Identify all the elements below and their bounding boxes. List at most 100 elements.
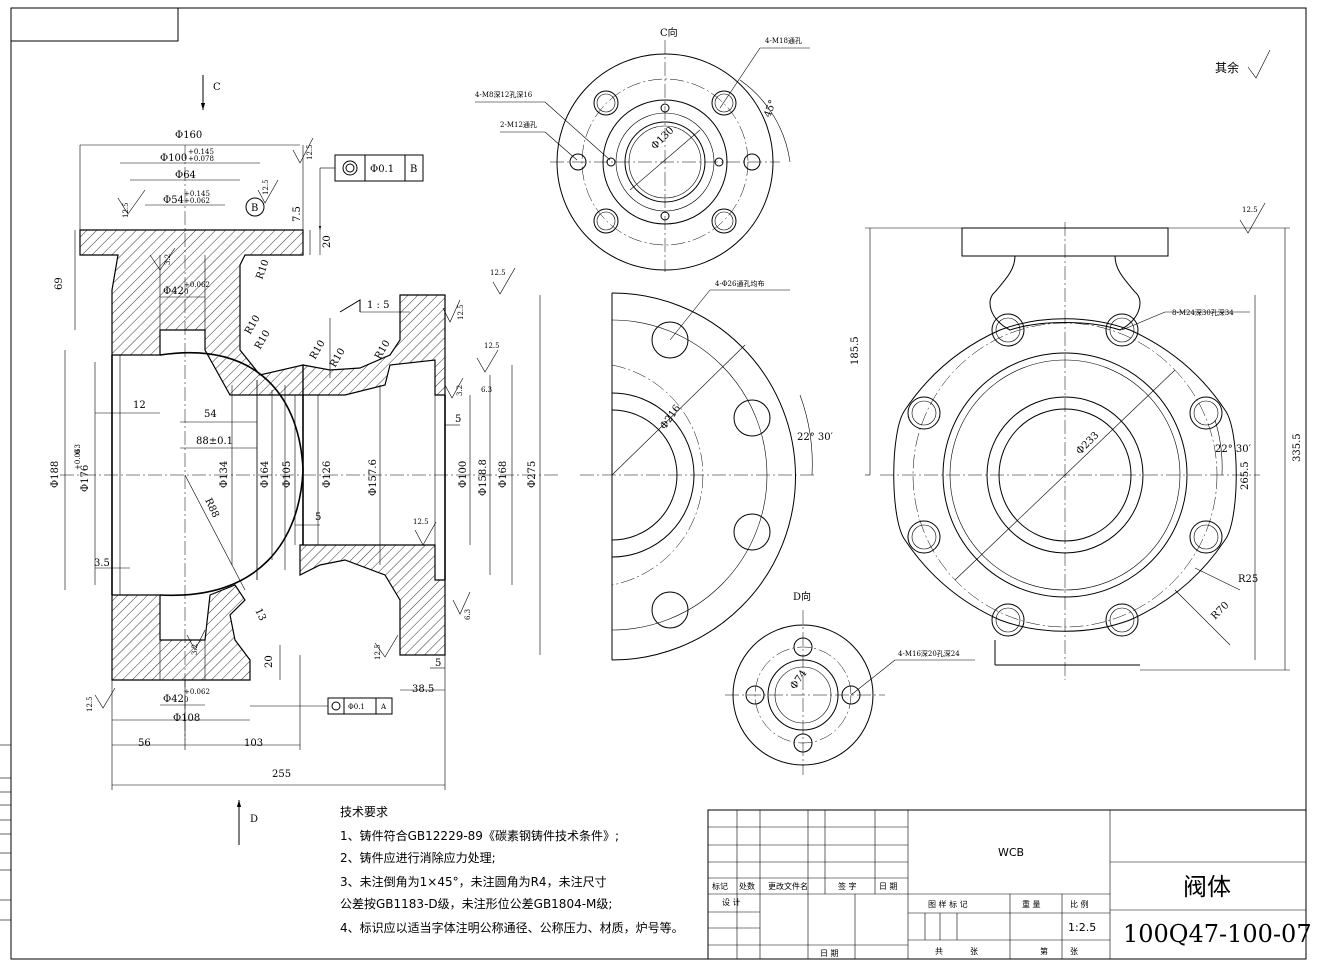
tech-note-4: 公差按GB1183-D级，未注形位公差GB1804-M级;	[340, 896, 612, 911]
roughness-marks	[94, 49, 1271, 709]
dim-d54: Φ54	[163, 195, 184, 206]
tb-h-date: 日 期	[879, 882, 898, 891]
rest-roughness-label: 其余	[1215, 60, 1239, 75]
corner-box	[10, 7, 179, 42]
gtol-bottom-value: Φ0.1	[348, 703, 365, 711]
dim-d100-b: Φ100	[458, 461, 469, 488]
tech-note-2: 2、铸件应进行消除应力处理;	[340, 850, 496, 865]
dim-d42-top: Φ42	[163, 286, 184, 297]
dim-d134: Φ134	[219, 461, 230, 488]
tb-h-scale: 比 例	[1070, 899, 1089, 909]
gtol-bottom: Φ0.1 A	[250, 697, 393, 715]
dim-d164: Φ164	[260, 461, 271, 488]
tb-material: WCB	[998, 846, 1024, 859]
tb-scale: 1:2.5	[1068, 921, 1096, 934]
dim-d100-tol-dn: +0.078	[188, 155, 214, 163]
dim-20-top: 20	[322, 235, 333, 248]
tech-note-5: 4、标识应以适当字体注明公称通径、公称压力、材质，炉号等。	[340, 920, 684, 935]
datum-b-label: B	[251, 203, 258, 214]
right-r70: R70	[1209, 600, 1231, 622]
section-view: Φ160 Φ100 +0.145 +0.078 Φ64 Φ54 +0.145 +…	[50, 49, 1271, 790]
dim-5-a: 5	[455, 414, 461, 425]
dim-d157: Φ157.6	[368, 459, 379, 496]
dim-d176-tol-up: +0.063	[74, 444, 82, 470]
d-view: D向 Φ74 4-M16深20孔深24	[725, 590, 975, 775]
d-holes-m16: 4-M16深20孔深24	[898, 649, 960, 658]
right-flange-section	[302, 294, 446, 396]
dim-d42-bot: Φ42	[163, 694, 184, 705]
view-arrow-d: D	[236, 800, 258, 845]
dim-d100: Φ100	[160, 153, 187, 164]
dim-d100-tol-up: +0.145	[188, 148, 214, 156]
dim-38-5: 38.5	[412, 684, 434, 695]
c-dia-130: Φ130	[649, 125, 676, 152]
tech-notes: 技术要求 1、铸件符合GB12229-89《碳素钢铸件技术条件》; 2、铸件应进…	[340, 805, 684, 935]
gtol-top-value: Φ0.1	[370, 164, 394, 175]
dim-d168: Φ168	[498, 461, 509, 488]
gtol-top: Φ0.1 B	[318, 154, 424, 230]
rough-label-11: 6.3	[464, 609, 472, 620]
dim-d42-bot-tol-up: +0.062	[184, 688, 210, 696]
dim-7-5: 7.5	[292, 206, 303, 222]
rough-label-4: 3.2	[164, 254, 172, 265]
dim-103: 103	[244, 738, 263, 749]
tb-h-count: 处数	[739, 881, 755, 891]
dim-d176: Φ176	[80, 465, 91, 492]
dim-r10-a: R10	[254, 258, 271, 281]
taper-label: 1 : 5	[367, 300, 389, 311]
right-dim-185: 185.5	[850, 336, 861, 365]
tb-h-mark: 标记	[712, 881, 728, 891]
tb-h-nth: 第	[1040, 946, 1048, 956]
rough-label-7: 12.5	[484, 342, 500, 350]
right-holes-m24: 8-M24深30孔深34	[1172, 308, 1234, 317]
right-angle: 22° 30′	[1215, 444, 1252, 455]
left-margin-ticks	[0, 744, 11, 921]
tb-h-sign: 签 字	[838, 881, 857, 891]
mid-angle: 22° 30′	[797, 432, 834, 443]
tb-h-sheet2: 张	[1070, 947, 1078, 956]
c-angle-45: 45°	[762, 99, 778, 119]
rough-label-1: 12.5	[122, 202, 130, 218]
dim-d158: Φ158.8	[478, 459, 489, 496]
dim-20-bot: 20	[264, 655, 275, 668]
dim-d54-tol-dn: +0.062	[184, 197, 210, 205]
right-dim-335: 335.5	[1292, 433, 1303, 462]
sheet-border	[10, 7, 1307, 960]
dim-d108: Φ108	[173, 713, 200, 724]
tech-notes-title: 技术要求	[340, 805, 388, 819]
arrow-d-label: D	[250, 814, 258, 825]
dim-d42-top-tol-dn: 0	[184, 288, 188, 296]
dim-r10-d: R10	[308, 338, 328, 361]
datum-b: B	[245, 197, 265, 217]
rough-label-12: 12.5	[374, 644, 382, 660]
arrow-c-label: C	[213, 82, 221, 93]
tb-h-sheet1: 张	[970, 947, 978, 956]
rough-label-9: 6.3	[481, 386, 492, 394]
gtol-bottom-ref: A	[380, 703, 387, 711]
rough-label-8: 3.2	[456, 385, 464, 396]
dim-r88: R88	[202, 497, 221, 520]
dim-d160: Φ160	[175, 130, 202, 141]
c-view: C向 Φ130 4-M18通孔 4-M8深12孔深16 2-M12通孔 45°	[475, 26, 810, 272]
dim-69: 69	[54, 277, 65, 290]
tech-note-1: 1、铸件符合GB12229-89《碳素钢铸件技术条件》;	[340, 828, 619, 843]
view-arrow-c: C	[200, 75, 221, 110]
tb-h-total: 共	[935, 947, 943, 956]
title-block: WCB 阀体 100Q47-100-07 1:2.5 标记 处数 更改文件名 签…	[707, 809, 1312, 960]
rough-label-3: 12.5	[306, 144, 314, 160]
body-view: Φ233 8-M24深30孔深34 22° 30′ R25 R70 185.5 …	[850, 206, 1303, 680]
rough-label-10: 12.5	[413, 518, 429, 526]
dim-r10-e: R10	[328, 346, 348, 369]
tb-h-pattern: 图 样 标 记	[928, 899, 968, 909]
lower-flange-section	[111, 584, 251, 681]
dim-d188: Φ188	[50, 461, 61, 488]
tech-note-3: 3、未注倒角为1×45°，未注圆角为R4，未注尺寸	[340, 874, 607, 889]
dim-d126: Φ126	[322, 461, 333, 488]
c-holes-m18: 4-M18通孔	[765, 36, 802, 45]
rough-label-13: 3.2	[191, 644, 199, 655]
mid-holes-26: 4-Φ26通孔均布	[715, 279, 764, 288]
right-r25: R25	[1238, 574, 1258, 585]
right-flange-section-lower	[299, 544, 446, 656]
tb-h-weight: 重 量	[1022, 899, 1041, 909]
